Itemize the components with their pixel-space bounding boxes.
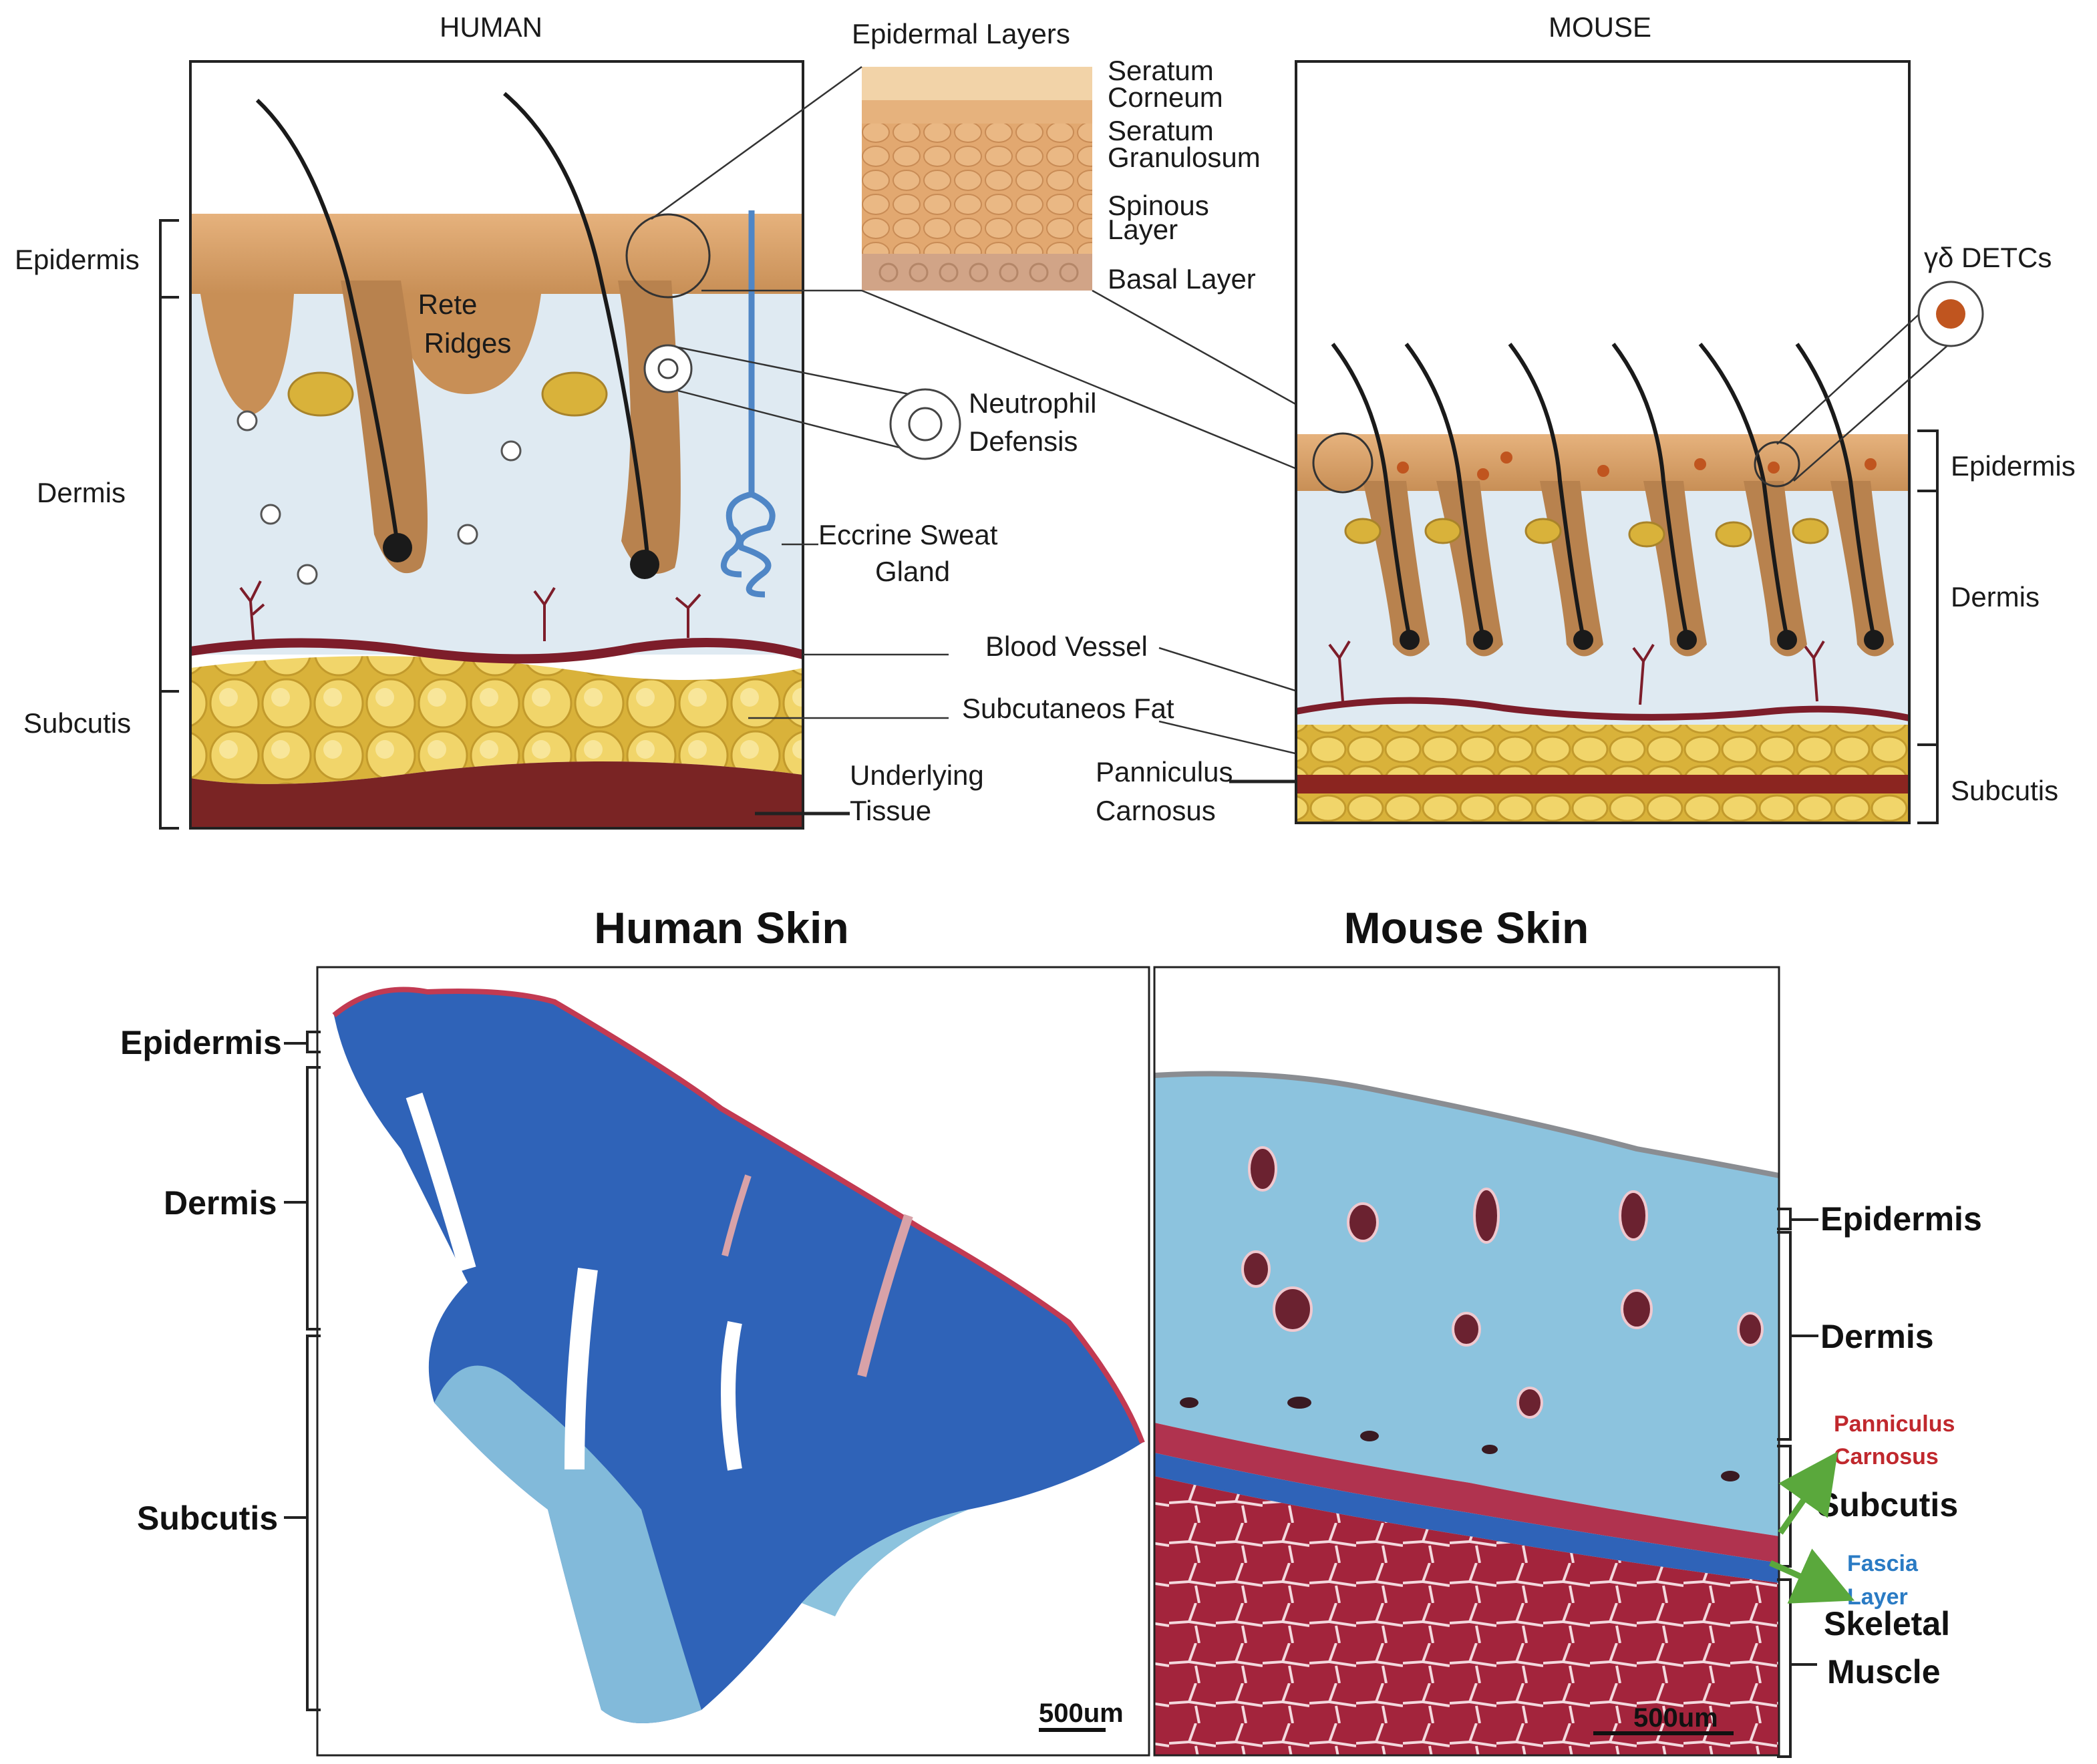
mouse-subcutis-label: Subcutis [1951,775,2058,806]
skeletal-muscle-label-1: Skeletal [1824,1605,1950,1642]
mouse-epidermis-bracket [1917,429,1939,492]
human-title: HUMAN [440,11,542,43]
rete-ridges-label-2: Ridges [424,327,512,359]
mouse-epidermis-label: Epidermis [1951,450,2076,482]
human-subcutis-label: Subcutis [23,707,131,739]
mouse-dermis-label: Dermis [1951,581,2040,612]
mouse-histo-dermis-label: Dermis [1820,1318,1934,1355]
human-epidermis-layer [190,214,803,294]
human-histo-subcutis-label: Subcutis [137,1500,278,1537]
spinous-layer-label-2: Layer [1108,214,1178,245]
mouse-histology-panel [1153,966,1780,1757]
detcs-label: γδ DETCs [1924,242,2052,273]
panniculus-label-2: Carnosus [1096,795,1216,826]
panniculus-label-1: Panniculus [1096,756,1233,787]
human-skin-title: Human Skin [594,903,848,952]
fascia-arrow [1769,1548,1855,1604]
panniculus-arrow [1778,1451,1838,1535]
mouse-fat-layer [1296,725,1909,822]
human-dermis-label: Dermis [37,477,126,508]
human-dermis-bracket [159,296,179,693]
eccrine-label-2: Gland [875,556,950,587]
mouse-title: MOUSE [1549,11,1651,43]
basal-layer-label: Basal Layer [1108,263,1256,295]
human-tissue-section [334,989,1142,1723]
human-histo-dermis-label: Dermis [164,1184,277,1222]
stratum-granulosum-label-1: Seratum [1108,115,1214,146]
epidermal-layers-title: Epidermal Layers [852,18,1070,49]
mouse-scale-label: 500um [1633,1703,1718,1733]
human-blood-vessel [189,638,804,664]
rete-ridges-label-1: Rete [418,289,478,320]
blood-vessel-label: Blood Vessel [985,631,1148,662]
stratum-corneum-label-1: Seratum [1108,55,1214,86]
mouse-histo-subcutis-label: Subcutis [1817,1486,1958,1524]
eccrine-label-1: Eccrine Sweat [818,519,998,550]
human-scale-label: 500um [1039,1699,1124,1728]
human-epidermis-label: Epidermis [15,244,140,275]
skeletal-muscle-label-2: Muscle [1827,1653,1941,1691]
mouse-panniculus-section [1154,1423,1779,1563]
mouse-muscle-section [1154,1476,1779,1755]
stratum-corneum-label-2: Corneum [1108,81,1223,113]
fascia-layer-label-1: Fascia [1847,1551,1919,1576]
mouse-histo-epidermis-label: Epidermis [1820,1200,1982,1238]
mouse-histo-muscle-bracket [1777,1578,1792,1758]
mouse-panniculus-layer [1296,775,1909,793]
eccrine-sweat-gland [720,210,776,598]
stratum-granulosum-label-2: Granulosum [1108,142,1261,173]
mouse-fascia-section [1154,1453,1779,1583]
mouse-dermis-section [1154,1073,1779,1536]
neutrophil-label-1: Neutrophil [969,387,1096,419]
fascia-layer-label-2: Layer [1847,1584,1908,1610]
mouse-subcutis-bracket [1917,743,1939,824]
human-epidermis-edge [332,987,1145,1444]
spinous-layer-label-1: Spinous [1108,190,1209,221]
human-histo-dermis-bracket [306,1066,321,1331]
human-skin-diagram [189,60,804,830]
human-epidermis-bracket [159,219,179,299]
panniculus-carnosus-label-2: Carnosus [1834,1444,1939,1469]
human-histology-panel [316,966,1150,1757]
mouse-skin-title: Mouse Skin [1344,903,1589,952]
subcutaneous-fat-label: Subcutaneos Fat [962,693,1174,724]
human-histo-subcutis-bracket [306,1335,321,1711]
human-subcutis-bracket [159,690,179,830]
mouse-skin-diagram [1295,60,1911,824]
underlying-tissue-label-1: Underlying [850,759,984,791]
underlying-tissue-label-2: Tissue [850,795,931,826]
panniculus-carnosus-label-1: Panniculus [1834,1411,1955,1437]
underlying-tissue [190,761,803,828]
neutrophil-label-2: Defensis [969,425,1078,457]
mouse-dermis-bracket [1917,490,1939,746]
epidermal-layers-inset [862,67,1092,291]
human-fat-layer [190,656,803,784]
human-histo-epidermis-label: Epidermis [120,1024,282,1061]
